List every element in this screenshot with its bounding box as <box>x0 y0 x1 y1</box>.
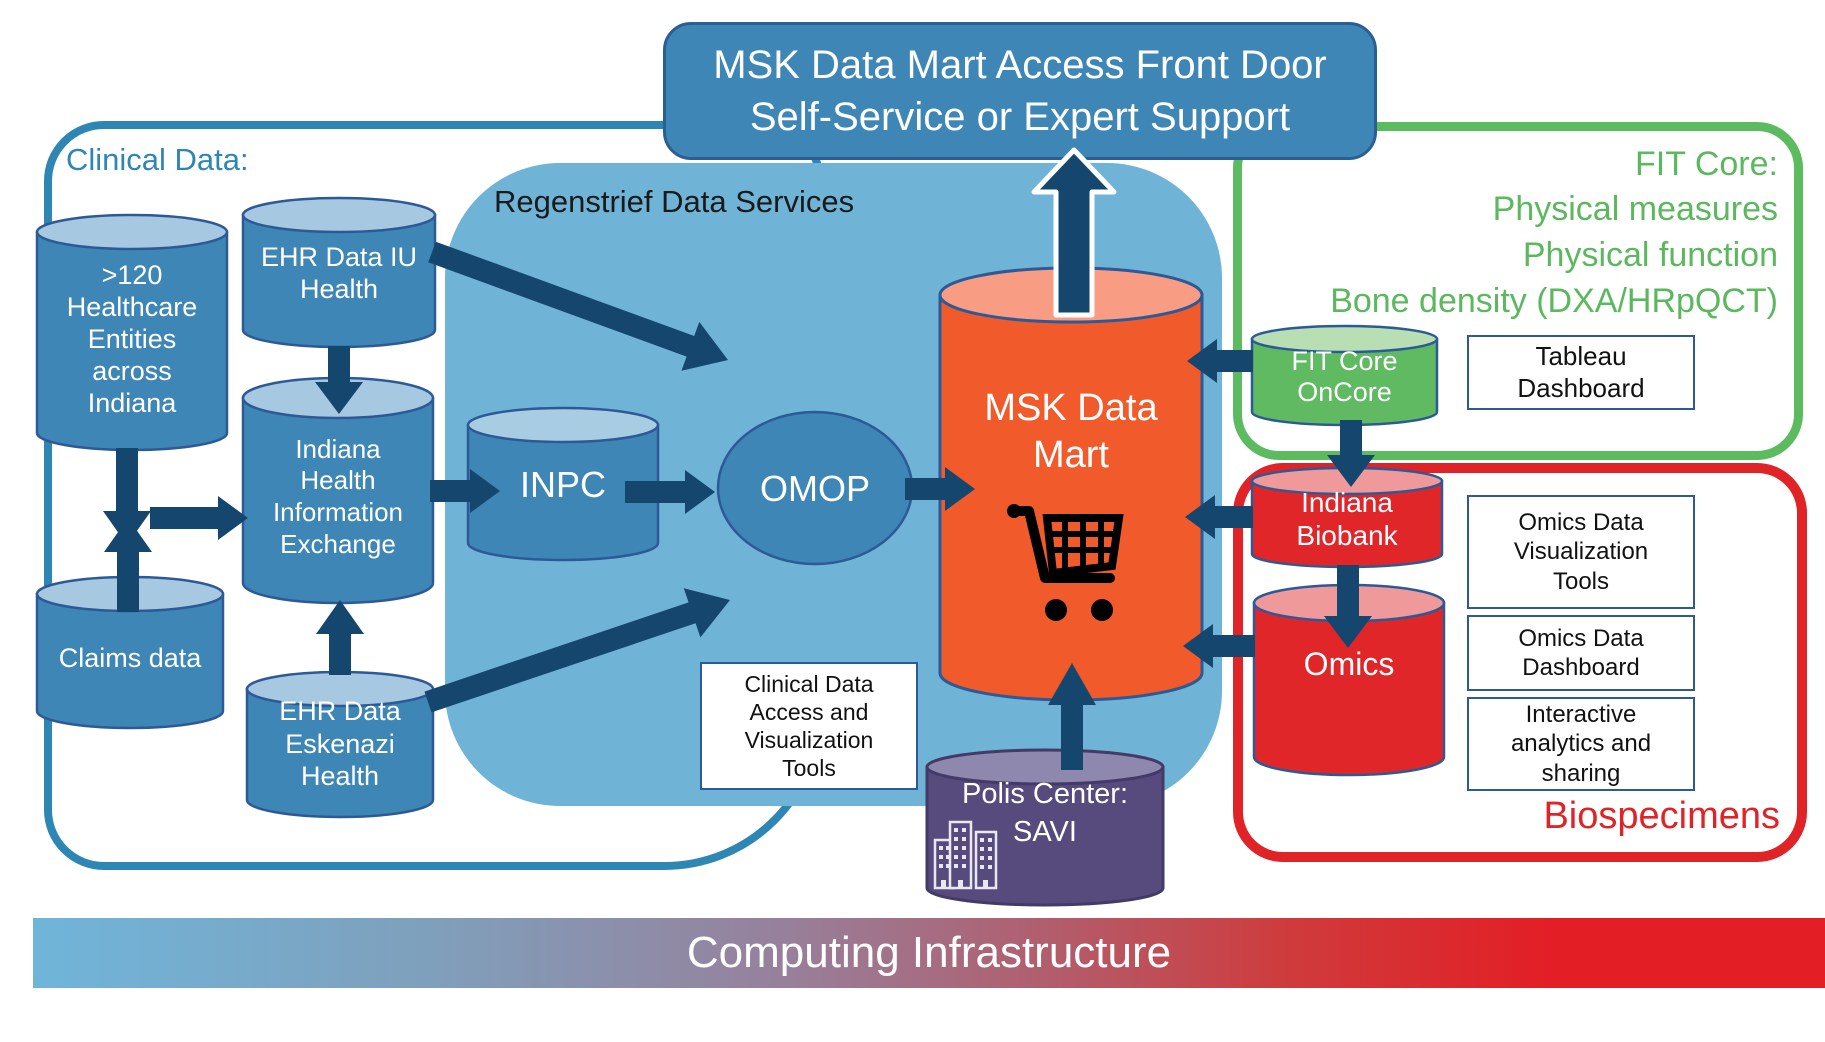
msk-access-front-door-box: MSK Data Mart Access Front Door Self-Ser… <box>663 22 1377 160</box>
ehr-iu-health-label: EHR Data IU Health <box>260 241 418 304</box>
healthcare-entities-label: >120 Healthcare Entities across Indiana <box>66 259 198 419</box>
biospecimens-panel <box>1233 463 1807 862</box>
arrow-polis-to-msk <box>1048 663 1096 770</box>
fit-core-panel <box>1233 122 1803 460</box>
arrow-eskenazi-to-ihie <box>316 600 364 675</box>
clinical-access-box: Clinical Data Access and Visualization T… <box>700 662 918 790</box>
msk-data-mart-cylinder <box>938 266 1204 702</box>
arrow-biobank-to-omics <box>1324 565 1372 648</box>
tableau-dashboard-box: Tableau Dashboard <box>1467 335 1695 410</box>
arrow-entities-down <box>103 448 151 545</box>
fit-core-oncore-label: FIT Core OnCore <box>1291 345 1398 407</box>
shopping-cart-icon <box>1007 504 1124 621</box>
arrow-omop-to-msk <box>905 467 975 511</box>
omics-dashboard-box: Omics Data Dashboard <box>1467 615 1695 691</box>
arrow-ehr-iu-diagonal <box>428 241 728 371</box>
biospecimens-heading: Biospecimens <box>1543 794 1780 837</box>
ihie-cylinder <box>241 376 435 605</box>
fit-core-heading: FIT Core: Physical measures Physical fun… <box>1330 144 1778 320</box>
buildings-icon <box>933 820 998 890</box>
ehr-eskenazi-cylinder <box>245 670 435 819</box>
computing-infrastructure-label: Computing Infrastructure <box>686 928 1172 978</box>
ehr-iu-health-cylinder <box>241 196 437 349</box>
interactive-analytics-box: Interactive analytics and sharing <box>1467 697 1695 791</box>
polis-center-label: Polis Center: SAVI <box>961 778 1128 848</box>
clinical-data-heading: Clinical Data: <box>66 142 249 178</box>
arrow-eskenazi-diagonal <box>424 588 730 713</box>
arrow-ihie-to-inpc <box>430 469 500 513</box>
arrow-biobank-to-msk <box>1185 495 1253 539</box>
front-door-line2: Self-Service or Expert Support <box>749 95 1291 139</box>
arrow-claims-up <box>104 518 152 612</box>
claims-data-label: Claims data <box>58 643 202 674</box>
front-door-line1: MSK Data Mart Access Front Door <box>713 43 1327 87</box>
arrow-msk-to-front-door <box>1031 147 1117 318</box>
healthcare-entities-cylinder <box>35 213 229 452</box>
msk-data-mart-label: MSK Data Mart <box>984 386 1158 476</box>
arrow-into-ihie <box>150 496 248 540</box>
arrow-fitcore-to-biobank <box>1327 420 1375 487</box>
inpc-cylinder <box>466 406 660 562</box>
ehr-eskenazi-label: EHR Data Eskenazi Health <box>279 696 401 792</box>
fit-core-oncore-cylinder <box>1250 324 1439 427</box>
arrow-fitcore-to-msk <box>1187 339 1253 383</box>
arrow-inpc-to-omop <box>625 470 715 514</box>
computing-infrastructure-bar: Computing Infrastructure <box>33 918 1825 988</box>
arrow-ehr-iu-to-ihie <box>315 346 363 414</box>
arrow-omics-to-msk <box>1183 624 1255 668</box>
indiana-biobank-label: Indiana Biobank <box>1296 486 1398 551</box>
ihie-label: Indiana Health Information Exchange <box>272 433 404 559</box>
claims-data-cylinder <box>35 575 225 730</box>
regenstrief-title: Regenstrief Data Services <box>494 184 855 220</box>
omics-label: Omics <box>1303 646 1395 683</box>
omop-label: OMOP <box>759 468 870 510</box>
omics-viz-tools-box: Omics Data Visualization Tools <box>1467 495 1695 609</box>
inpc-label: INPC <box>519 464 606 506</box>
